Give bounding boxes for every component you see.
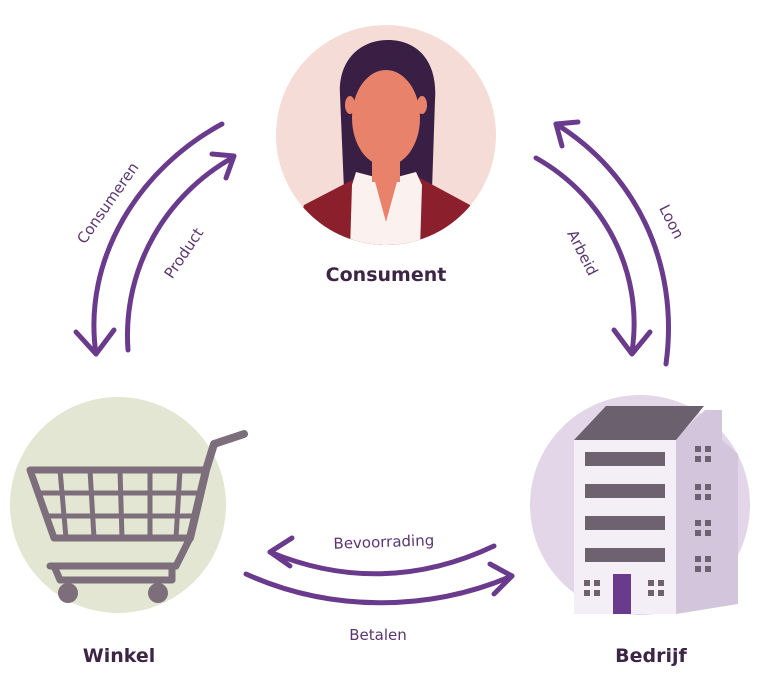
node-bedrijf: Bedrijf xyxy=(530,395,750,667)
consument-label: Consument xyxy=(326,264,447,286)
arrow-betalen xyxy=(243,561,515,606)
edge-label-product: Product xyxy=(160,224,207,281)
edge-label-bevoorrading: Bevoorrading xyxy=(333,531,434,553)
arrow-loon xyxy=(553,119,671,367)
cart-wheel-right xyxy=(148,583,168,603)
edge-label-arbeid: Arbeid xyxy=(563,227,601,279)
building-icon xyxy=(574,406,738,614)
building-door xyxy=(613,574,631,614)
winkel-label: Winkel xyxy=(83,645,156,667)
arrow-arbeid xyxy=(533,155,653,357)
person-icon xyxy=(290,40,484,245)
arrow-bevoorrading xyxy=(267,535,497,577)
shopping-cart-icon xyxy=(26,466,210,542)
cart-wheel-left xyxy=(58,583,78,603)
arrow-product xyxy=(124,151,237,353)
node-winkel: Winkel xyxy=(10,397,248,667)
arrow-consumeren xyxy=(73,121,225,357)
winkel-circle xyxy=(10,397,226,613)
edge-label-betalen: Betalen xyxy=(349,626,407,644)
node-consument: Consument xyxy=(276,25,496,286)
bedrijf-label: Bedrijf xyxy=(615,645,687,667)
edge-label-loon: Loon xyxy=(655,202,687,242)
